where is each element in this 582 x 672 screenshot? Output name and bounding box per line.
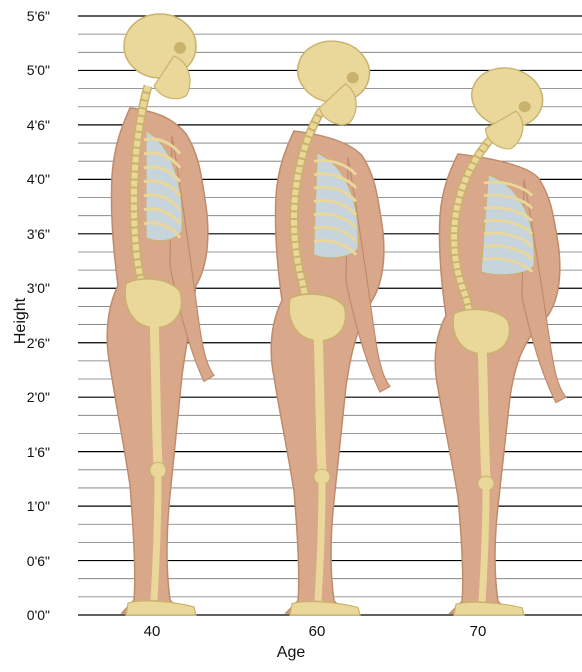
skull bbox=[287, 35, 375, 128]
foot-bones bbox=[126, 601, 196, 615]
tibia bbox=[318, 483, 322, 600]
y-axis-title: Height bbox=[12, 298, 30, 344]
y-tick-label: 0'6" bbox=[0, 554, 50, 568]
y-tick-label: 1'6" bbox=[0, 445, 50, 459]
x-axis-title: Age bbox=[261, 644, 321, 662]
figures bbox=[107, 14, 566, 615]
age-label-60: 60 bbox=[287, 623, 347, 640]
figure-age-60 bbox=[271, 35, 390, 615]
y-tick-label: 5'0" bbox=[0, 63, 50, 77]
knee bbox=[478, 476, 494, 491]
knee bbox=[314, 469, 330, 484]
tibia bbox=[482, 490, 486, 602]
skull bbox=[124, 14, 196, 99]
y-tick-label: 3'6" bbox=[0, 227, 50, 241]
skull bbox=[453, 58, 553, 155]
y-tick-label: 2'0" bbox=[0, 390, 50, 404]
knee bbox=[150, 462, 166, 478]
foot-bones bbox=[454, 602, 524, 615]
femur bbox=[154, 316, 158, 466]
figure-age-40 bbox=[107, 14, 214, 615]
age-label-40: 40 bbox=[122, 623, 182, 640]
y-tick-label: 5'6" bbox=[0, 9, 50, 23]
femur bbox=[318, 329, 322, 472]
eye-socket bbox=[174, 42, 186, 54]
y-tick-label: 0'0" bbox=[0, 608, 50, 622]
y-tick-label: 4'0" bbox=[0, 172, 50, 186]
femur bbox=[482, 343, 486, 479]
y-tick-label: 1'0" bbox=[0, 499, 50, 513]
foot-bones bbox=[290, 602, 360, 615]
y-tick-label: 3'0" bbox=[0, 281, 50, 295]
y-tick-label: 4'6" bbox=[0, 118, 50, 132]
tibia bbox=[154, 477, 158, 600]
age-label-70: 70 bbox=[448, 623, 508, 640]
figure-age-70 bbox=[435, 58, 566, 615]
